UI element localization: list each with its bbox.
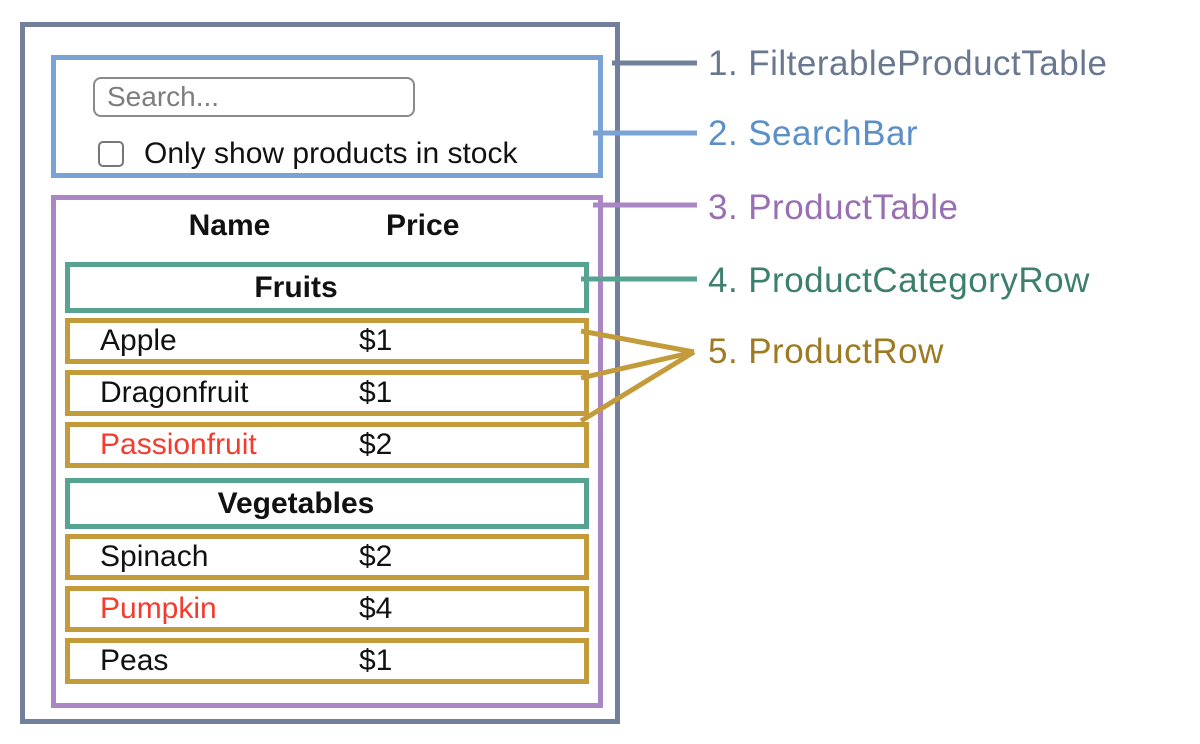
name-column-header: Name bbox=[188, 209, 271, 242]
label-product-table: 3.ProductTable bbox=[708, 188, 959, 227]
product-row-dragonfruit: Dragonfruit $1 bbox=[65, 370, 589, 416]
product-name: Apple bbox=[100, 324, 177, 357]
product-price: $2 bbox=[359, 540, 393, 573]
category-row-fruits: Fruits bbox=[65, 262, 589, 313]
label-product-category-row: 4.ProductCategoryRow bbox=[708, 261, 1090, 300]
product-name: Dragonfruit bbox=[100, 376, 249, 409]
in-stock-label: Only show products in stock bbox=[144, 137, 518, 170]
label-product-row: 5.ProductRow bbox=[708, 332, 944, 371]
product-price: $1 bbox=[359, 644, 393, 677]
product-table-box: Name Price Fruits Apple $1 Dragonfruit $… bbox=[51, 195, 603, 708]
label-filterable-product-table: 1.FilterableProductTable bbox=[708, 44, 1108, 83]
product-price: $1 bbox=[359, 324, 393, 357]
in-stock-checkbox[interactable] bbox=[98, 141, 124, 167]
price-column-header: Price bbox=[386, 209, 460, 242]
product-price: $4 bbox=[359, 592, 393, 625]
product-row-peas: Peas $1 bbox=[65, 638, 589, 684]
product-name: Pumpkin bbox=[100, 592, 217, 625]
filterable-product-table-box: Only show products in stock Name Price F… bbox=[20, 22, 620, 724]
category-row-vegetables: Vegetables bbox=[65, 478, 589, 529]
table-header-row: Name Price bbox=[65, 200, 589, 252]
product-row-pumpkin: Pumpkin $4 bbox=[65, 586, 589, 632]
stock-filter-row: Only show products in stock bbox=[98, 137, 518, 171]
label-search-bar: 2.SearchBar bbox=[708, 114, 919, 153]
search-input[interactable] bbox=[93, 77, 415, 117]
product-name: Peas bbox=[100, 644, 169, 677]
product-name: Spinach bbox=[100, 540, 209, 573]
product-row-apple: Apple $1 bbox=[65, 318, 589, 364]
product-price: $1 bbox=[359, 376, 393, 409]
search-bar-box: Only show products in stock bbox=[51, 55, 603, 178]
product-name: Passionfruit bbox=[100, 428, 257, 461]
product-row-spinach: Spinach $2 bbox=[65, 534, 589, 580]
product-row-passionfruit: Passionfruit $2 bbox=[65, 422, 589, 468]
product-price: $2 bbox=[359, 428, 393, 461]
